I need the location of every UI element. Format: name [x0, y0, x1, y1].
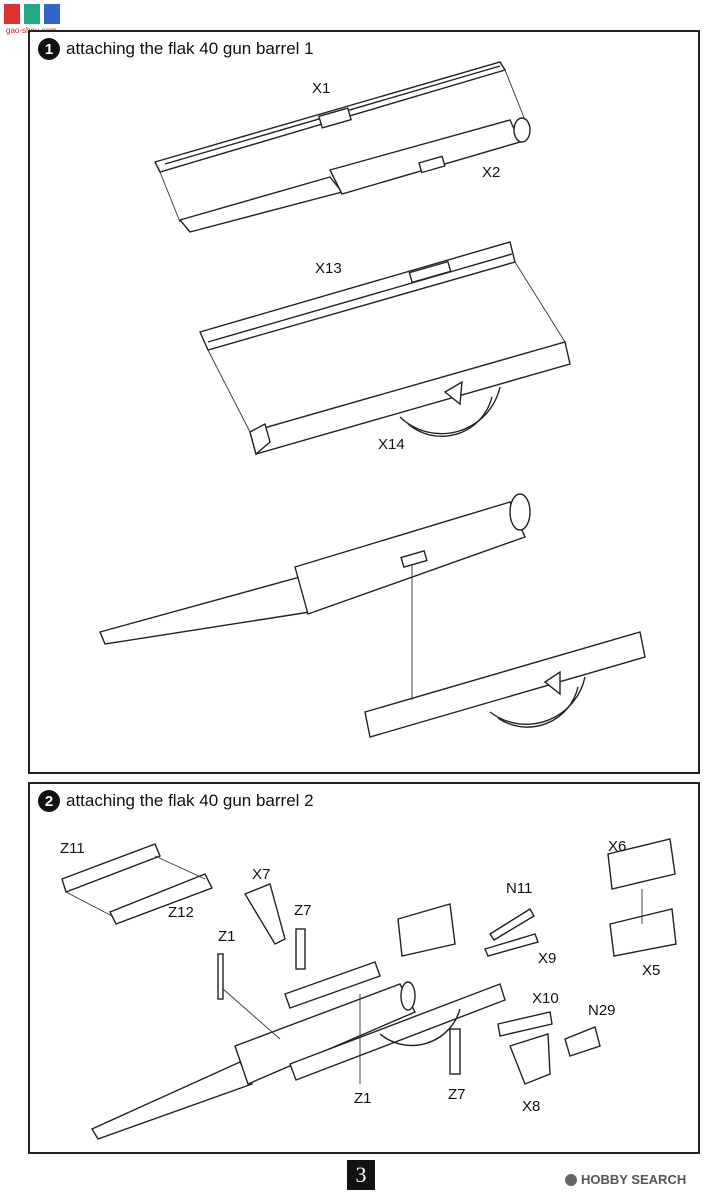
- hobby-search-watermark: HOBBY SEARCH: [565, 1172, 686, 1187]
- step-2-illustration: [61, 838, 677, 1140]
- label-x7: X7: [252, 866, 271, 883]
- step-1-title: attaching the flak 40 gun barrel 1: [66, 39, 314, 58]
- label-x8: X8: [522, 1098, 541, 1115]
- page-number: 3: [347, 1160, 375, 1190]
- label-z7-top: Z7: [294, 902, 312, 919]
- hobby-search-text: HOBBY SEARCH: [581, 1172, 687, 1187]
- hobby-search-logo-icon: [565, 1173, 577, 1186]
- label-x5: X5: [642, 962, 661, 979]
- step-1-panel: 1 attaching the flak 40 gun barrel 1: [28, 30, 700, 774]
- label-z1-top: Z1: [218, 928, 236, 945]
- step-2-panel: 2 attaching the flak 40 gun barrel 2: [28, 782, 700, 1154]
- label-x6: X6: [608, 838, 627, 855]
- label-z1-bottom: Z1: [354, 1090, 372, 1107]
- step-1-number: 1: [38, 38, 60, 60]
- step-2-header: 2 attaching the flak 40 gun barrel 2: [38, 790, 314, 812]
- step-2-title: attaching the flak 40 gun barrel 2: [66, 791, 314, 810]
- step-2-number: 2: [38, 790, 60, 812]
- label-n11: N11: [506, 880, 533, 897]
- label-z12: Z12: [168, 904, 194, 921]
- label-x9: X9: [538, 950, 557, 967]
- label-x10: X10: [532, 990, 559, 1007]
- label-x13: X13: [315, 260, 342, 277]
- label-x14: X14: [378, 436, 405, 453]
- label-n29: N29: [588, 1002, 616, 1019]
- label-x1: X1: [312, 80, 331, 97]
- step-1-illustration: [99, 61, 646, 738]
- step-1-header: 1 attaching the flak 40 gun barrel 1: [38, 38, 314, 60]
- label-z11: Z11: [60, 840, 85, 857]
- label-z7-bottom: Z7: [448, 1086, 466, 1103]
- label-x2: X2: [482, 164, 501, 181]
